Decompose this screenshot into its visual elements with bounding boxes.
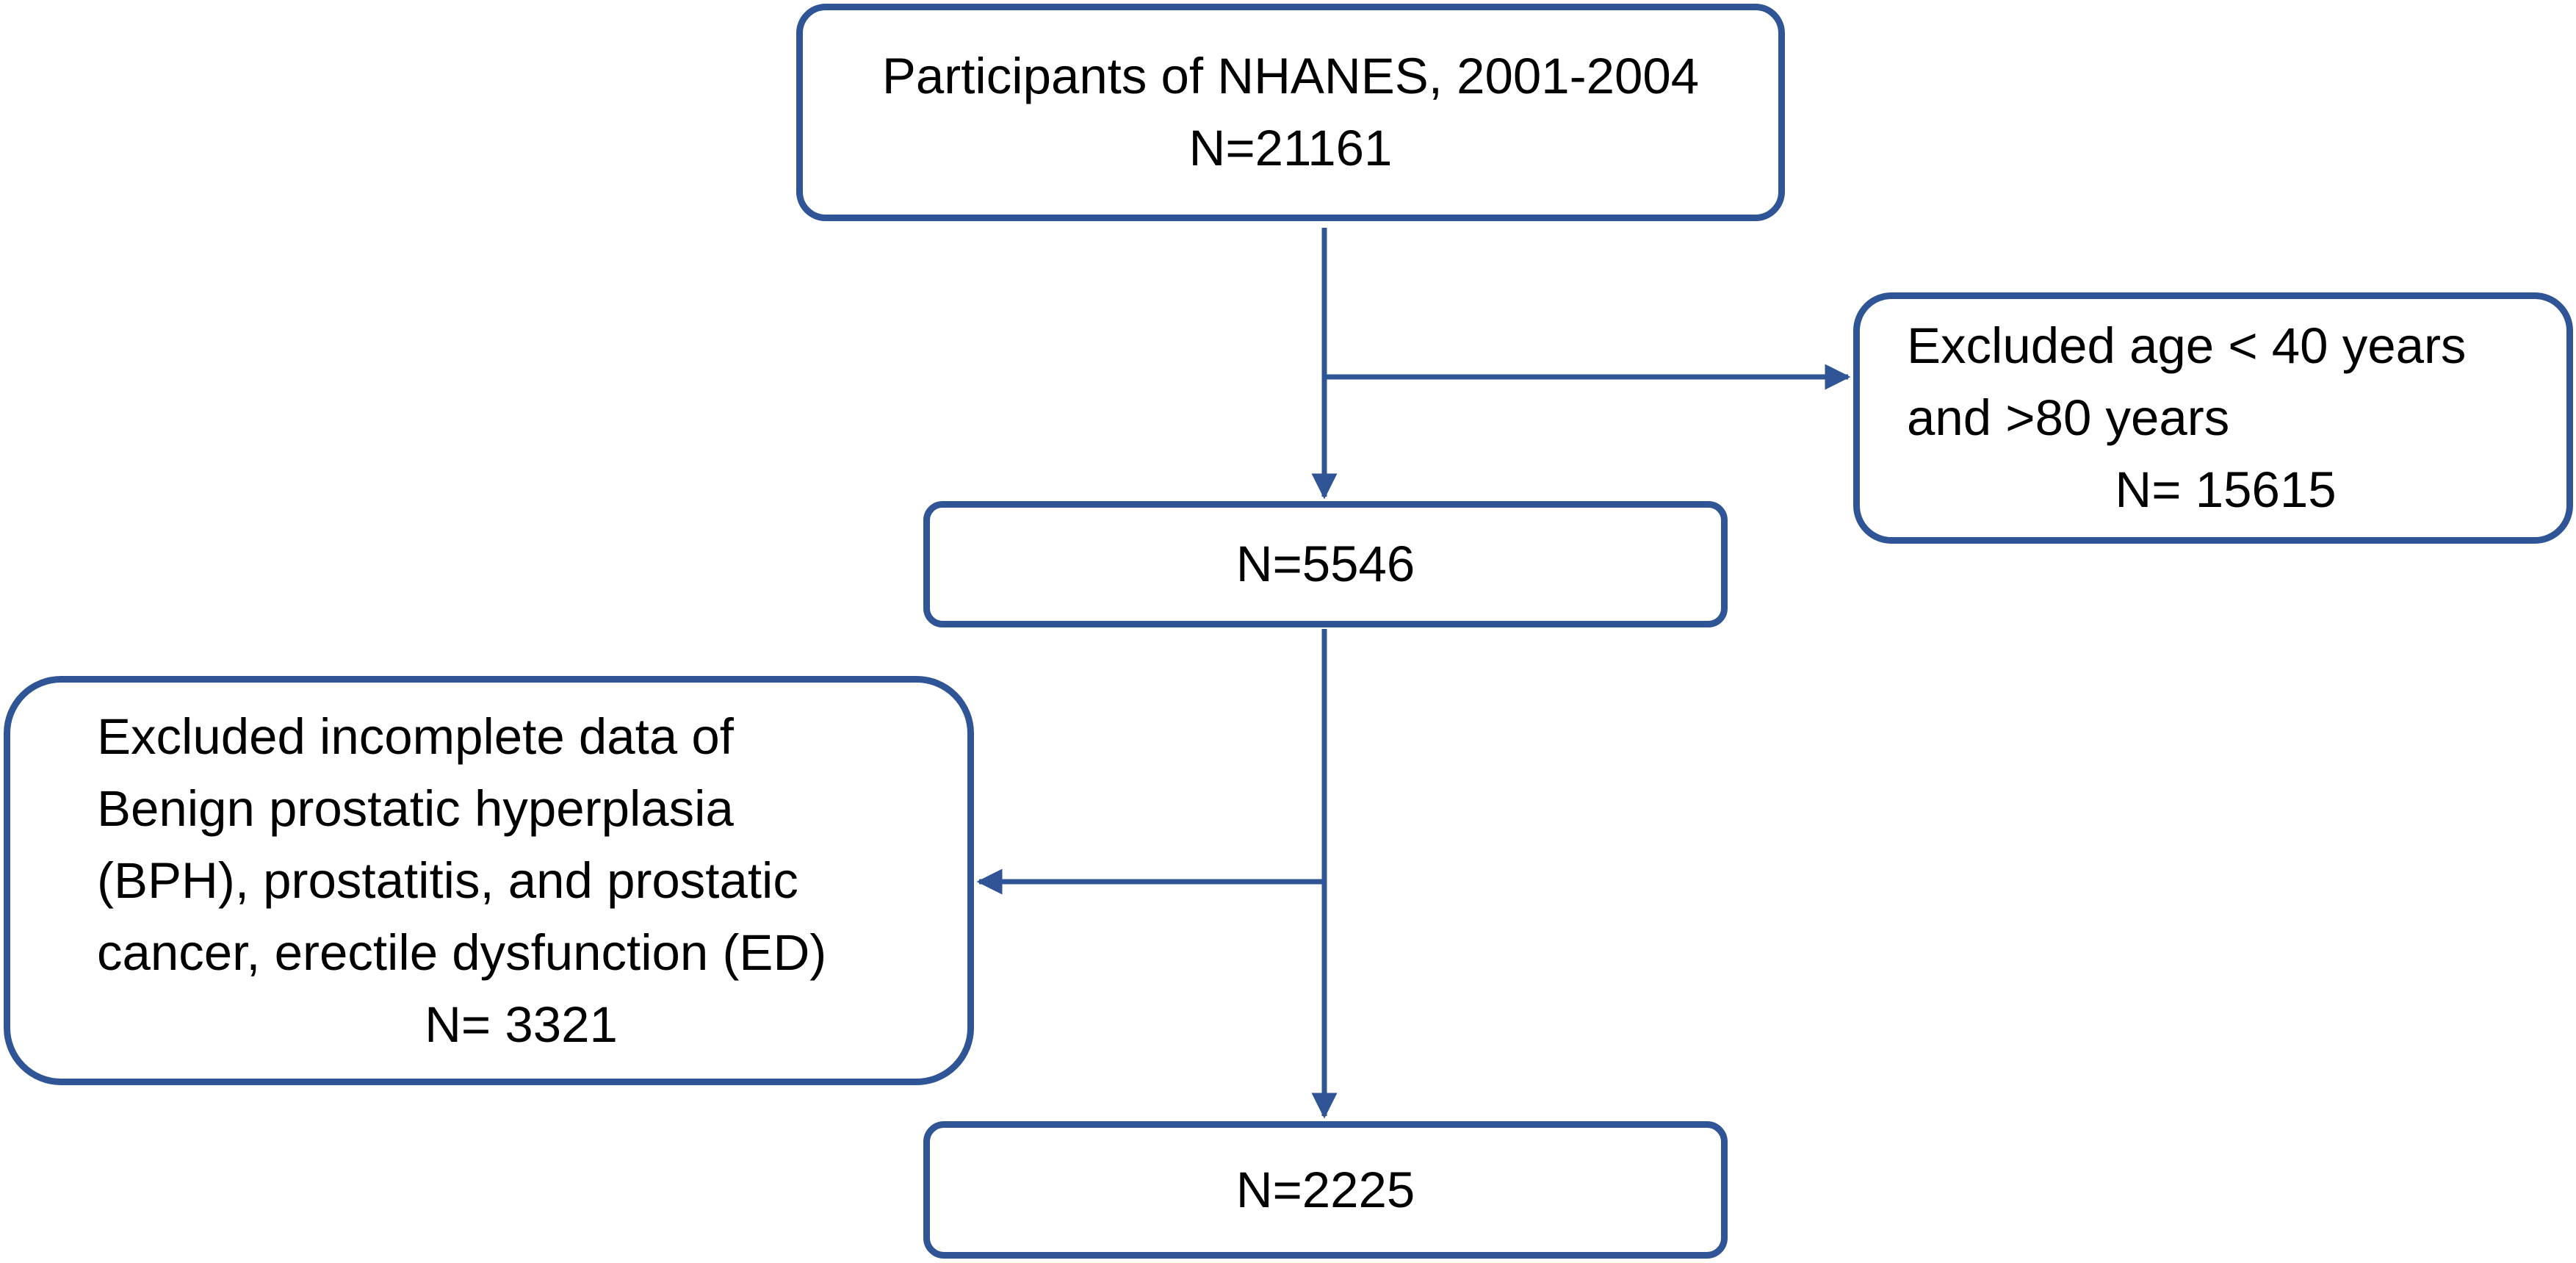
excluded-conditions-line-2: Benign prostatic hyperplasia: [97, 780, 734, 837]
participants-box: Participants of NHANES, 2001-2004 N=2116…: [796, 4, 1785, 221]
excluded-conditions-line-4: cancer, erectile dysfunction (ED): [97, 924, 827, 981]
excluded-conditions-count: N= 3321: [425, 996, 618, 1053]
n-2225-box: N=2225: [923, 1121, 1728, 1259]
excluded-age-box: Excluded age < 40 years and >80 years N=…: [1853, 292, 2573, 544]
excluded-age-line-2: and >80 years: [1907, 389, 2230, 446]
participants-count: N=21161: [1188, 120, 1393, 176]
n-2225-count: N=2225: [1235, 1161, 1415, 1218]
n-5546-count: N=5546: [1235, 536, 1415, 592]
participants-title: Participants of NHANES, 2001-2004: [881, 48, 1700, 104]
excluded-age-line-1: Excluded age < 40 years: [1907, 317, 2467, 374]
excluded-conditions-line-1: Excluded incomplete data of: [97, 708, 734, 765]
excluded-conditions-box: Excluded incomplete data of Benign prost…: [4, 676, 974, 1085]
excluded-age-count: N= 15615: [2115, 461, 2337, 518]
excluded-conditions-line-3: (BPH), prostatitis, and prostatic: [97, 852, 798, 909]
n-5546-box: N=5546: [923, 501, 1728, 627]
